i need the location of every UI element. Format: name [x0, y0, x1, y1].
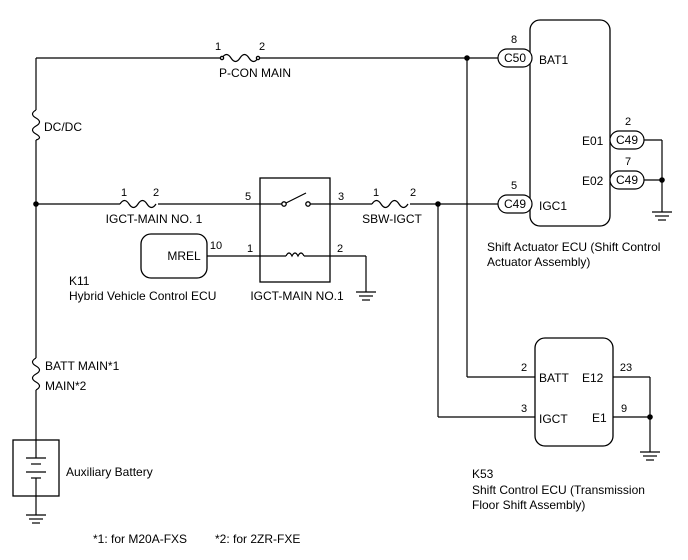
batt-main-fuse: BATT MAIN*1 MAIN*2: [31, 357, 120, 393]
relay-pin-3: 3: [338, 191, 344, 203]
dcdc-fuse: DC/DC: [31, 109, 82, 141]
sbw-igct-fuse: 1 2 SBW-IGCT: [362, 187, 422, 226]
e02-connector: C49: [616, 173, 638, 187]
shift-actuator-ecu-name-2: Actuator Assembly): [487, 255, 590, 269]
hv-ecu-name: Hybrid Vehicle Control ECU: [69, 289, 216, 303]
hv-ecu-pin: 10: [210, 240, 222, 252]
shift-actuator-ecu: C50 8 BAT1 C49 5 IGC1 C49 2 E01 C49 7 E0…: [487, 19, 660, 269]
e1-terminal: E1: [592, 411, 607, 425]
pcon-main-fuse: 1 2 P-CON MAIN: [215, 41, 291, 80]
igct-main-fuse-pin-a: 1: [121, 187, 127, 199]
footnotes: *1: for M20A-FXS *2: for 2ZR-FXE: [93, 532, 300, 546]
e02-terminal: E02: [582, 174, 604, 188]
igc1-terminal: IGC1: [539, 199, 567, 213]
e1-pin: 9: [621, 403, 627, 415]
pcon-main-wire: [36, 55, 535, 378]
igc1-pin: 5: [511, 180, 517, 192]
footnote-2: *2: for 2ZR-FXE: [215, 532, 300, 546]
relay-label: IGCT-MAIN NO.1: [250, 289, 344, 303]
shift-actuator-ecu-name-1: Shift Actuator ECU (Shift Control: [487, 240, 660, 254]
igct-terminal: IGCT: [539, 412, 568, 426]
igct-wire: [33, 201, 535, 418]
e02-pin: 7: [625, 156, 631, 168]
battery-ground: [26, 514, 46, 524]
relay-pin-1: 1: [247, 243, 253, 255]
bat1-terminal: BAT1: [539, 53, 568, 67]
shift-control-ecu: 2 BATT 3 IGCT E12 23 E1 9 K53 Shift Cont…: [472, 337, 645, 512]
relay-box: [259, 177, 331, 283]
igct-pin: 3: [521, 403, 527, 415]
shift-control-ecu-name-1: Shift Control ECU (Transmission: [472, 483, 645, 497]
hv-control-ecu: MREL 10 K11 Hybrid Vehicle Control ECU: [69, 233, 260, 303]
connector-c49-igc1: [497, 194, 533, 214]
e01-terminal: E01: [582, 134, 604, 148]
batt-pin: 2: [521, 362, 527, 374]
footnote-1: *1: for M20A-FXS: [93, 532, 187, 546]
batt-terminal: BATT: [539, 371, 569, 385]
hv-ecu-code: K11: [69, 274, 90, 288]
e12-pin: 23: [620, 362, 632, 374]
bat1-pin: 8: [511, 34, 517, 46]
shift-actuator-ecu-box: [529, 19, 611, 227]
hv-ecu-terminal: MREL: [167, 249, 201, 263]
igct-main-fuse-label: IGCT-MAIN NO. 1: [106, 212, 203, 226]
relay-ground-wire: [330, 255, 376, 301]
pcon-main-pin-a: 1: [215, 41, 221, 53]
igct-main-fuse-pin-b: 2: [153, 187, 159, 199]
shift-control-ground: [613, 376, 660, 461]
batt-main-label: BATT MAIN*1: [45, 359, 120, 373]
connector-c50: [497, 48, 533, 68]
shift-control-ecu-box: [534, 337, 614, 447]
pcon-main-pin-b: 2: [259, 41, 265, 53]
auxiliary-battery: Auxiliary Battery: [12, 439, 153, 497]
sbw-igct-label: SBW-IGCT: [362, 212, 422, 226]
pcon-main-label: P-CON MAIN: [219, 66, 291, 80]
sbw-igct-pin-b: 2: [410, 187, 416, 199]
e12-terminal: E12: [582, 371, 604, 385]
igc1-connector: C49: [504, 197, 526, 211]
sbw-igct-pin-a: 1: [373, 187, 379, 199]
relay-pin-5: 5: [245, 191, 251, 203]
e01-pin: 2: [625, 116, 631, 128]
battery-label: Auxiliary Battery: [66, 465, 153, 479]
junction-dot: [659, 177, 665, 183]
junction-dot: [647, 414, 653, 420]
relay-pin-2: 2: [337, 243, 343, 255]
dcdc-label: DC/DC: [44, 120, 82, 134]
igct-main-relay: 5 3 1 2 IGCT-MAIN NO.1: [245, 177, 344, 303]
shift-control-ecu-code: K53: [472, 467, 494, 481]
igct-main-fuse: 1 2 IGCT-MAIN NO. 1: [106, 187, 203, 226]
shift-control-ecu-name-2: Floor Shift Assembly): [472, 498, 585, 512]
main-label: MAIN*2: [45, 379, 87, 393]
shift-actuator-ground: [644, 139, 672, 221]
bat1-connector: C50: [504, 51, 526, 65]
e01-connector: C49: [616, 133, 638, 147]
